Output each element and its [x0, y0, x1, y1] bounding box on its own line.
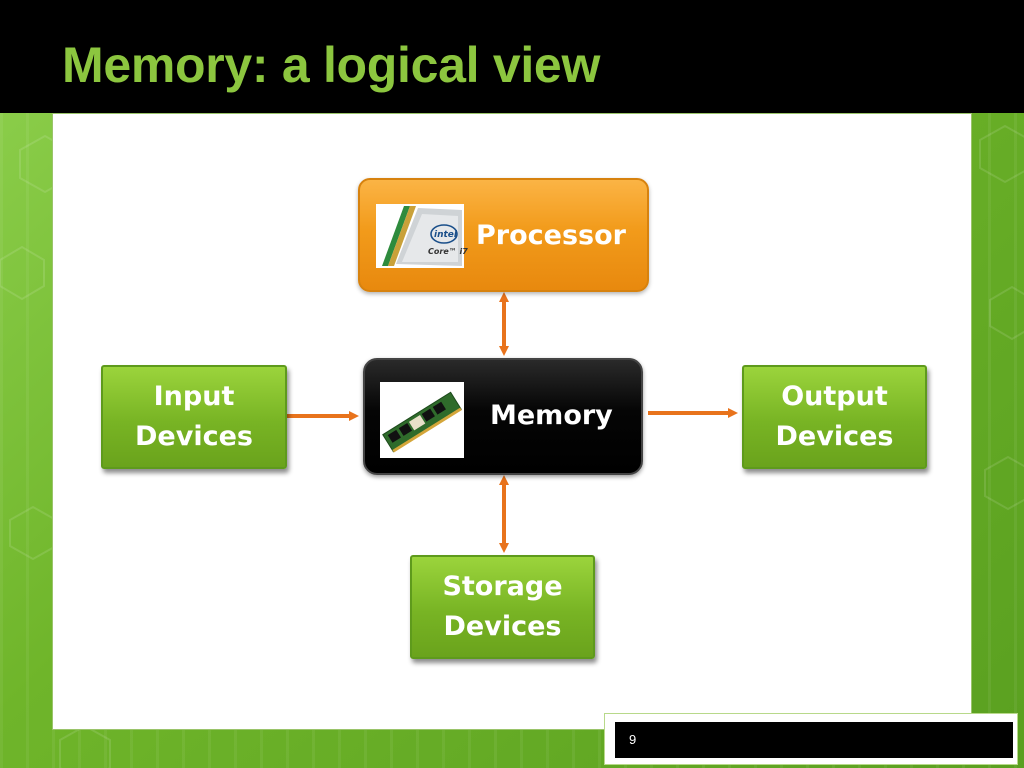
input-devices-label-line1: Input [153, 381, 235, 412]
page-number: 9 [629, 732, 637, 747]
intel-core-i7-chip-icon: intel Core™ i7 [376, 204, 468, 268]
storage-devices-node: Storage Devices [410, 555, 595, 659]
input-devices-label-line2: Devices [135, 421, 253, 452]
storage-devices-label-line2: Devices [443, 611, 562, 642]
chip-model-text: Core™ i7 [428, 247, 468, 256]
processor-label: Processor [476, 220, 626, 251]
output-devices-node: Output Devices [742, 365, 927, 469]
input-devices-node: Input Devices [101, 365, 287, 469]
ram-module-icon [380, 382, 464, 458]
storage-devices-label-line1: Storage [442, 571, 563, 602]
footer: 9 [604, 713, 1018, 765]
output-devices-label-line2: Devices [775, 421, 894, 452]
memory-label: Memory [490, 400, 613, 431]
title-bar: Memory: a logical view [0, 0, 1024, 113]
footer-bar: 9 [615, 722, 1013, 758]
output-devices-label-line1: Output [781, 381, 888, 412]
slide-title: Memory: a logical view [62, 37, 601, 93]
chip-brand-text: intel [434, 230, 458, 240]
memory-node: Memory [363, 358, 643, 475]
processor-node: intel Core™ i7 Processor [358, 178, 649, 292]
